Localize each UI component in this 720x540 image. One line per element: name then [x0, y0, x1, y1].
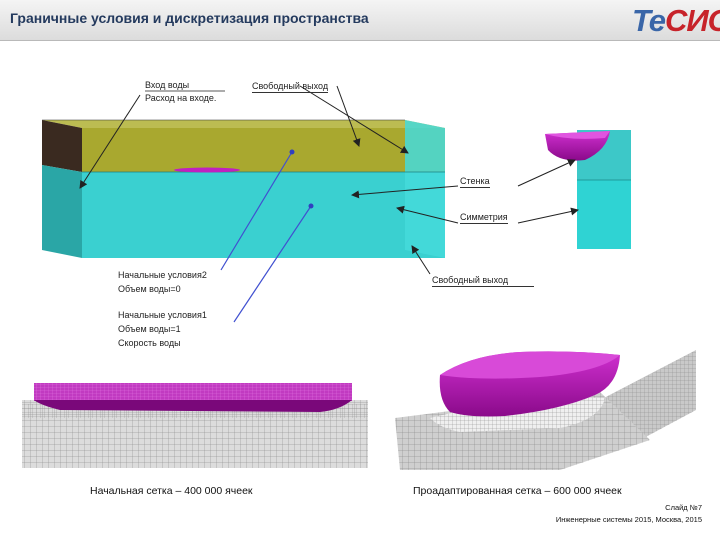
adapted-mesh [395, 350, 696, 470]
probe-lines [220, 149, 314, 323]
label-initial-conditions-2: Начальные условия2 [118, 270, 207, 280]
slide-number: Слайд №7 [665, 503, 702, 512]
label-free-outlet-top: Свободный выход [252, 81, 329, 93]
label-free-outlet-bottom: Свободный выход [432, 275, 535, 287]
initial-mesh [22, 383, 368, 468]
inlet-face-air [42, 120, 82, 172]
label-ic2-volume: Объем воды=0 [118, 284, 181, 294]
conference-name: Инженерные системы 2015, Москва, 2015 [555, 515, 702, 524]
side-water [577, 180, 631, 249]
air-region-front [82, 128, 445, 172]
label-symmetry: Симметрия [460, 212, 508, 224]
label-initial-conditions-1: Начальные условия1 [118, 310, 207, 320]
hull-top-view [174, 167, 240, 173]
inlet-face-water [42, 165, 82, 258]
annotation-arrows [79, 85, 579, 275]
label-inlet-flow: Расход на входе. [145, 93, 217, 103]
tesis-logo: ТеСИС [632, 4, 720, 38]
slide-footer: Слайд №7 Инженерные системы 2015, Москва… [556, 502, 702, 526]
slide-title: Граничные условия и дискретизация простр… [10, 10, 369, 26]
slide-header: Граничные условия и дискретизация простр… [0, 0, 720, 41]
label-ic1-volume: Объем воды=1 [118, 324, 181, 334]
label-inlet-title: Вход воды [145, 80, 190, 90]
caption-initial-mesh: Начальная сетка – 400 000 ячеек [90, 485, 253, 497]
caption-adapted-mesh: Проадаптированная сетка – 600 000 ячеек [413, 485, 622, 497]
logo-part-sis: СИС [665, 3, 720, 38]
label-wall: Стенка [460, 176, 490, 188]
water-region-front [82, 172, 445, 258]
label-ic1-velocity: Скорость воды [118, 338, 181, 348]
mesh-hull-bottom [34, 400, 352, 412]
air-region-top [42, 120, 445, 128]
domain-box [42, 119, 445, 258]
logo-part-te: Те [632, 3, 666, 38]
side-view [545, 130, 631, 249]
